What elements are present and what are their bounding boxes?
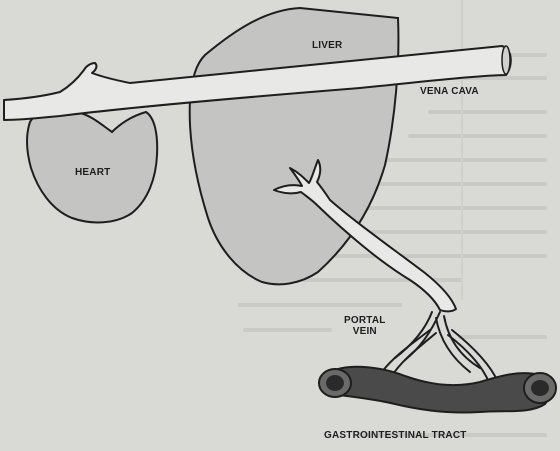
liver-label: LIVER — [312, 40, 342, 51]
portal-vein-label-line2: VEIN — [344, 326, 386, 337]
portal-vein-label-line1: PORTAL — [344, 315, 386, 326]
gi-tract-label: GASTROINTESTINAL TRACT — [324, 430, 467, 441]
vena-cava-label: VENA CAVA — [420, 86, 479, 97]
vena-cava-opening — [502, 46, 510, 74]
heart-label: HEART — [75, 167, 110, 178]
portal-vein-label: PORTAL VEIN — [344, 315, 386, 337]
